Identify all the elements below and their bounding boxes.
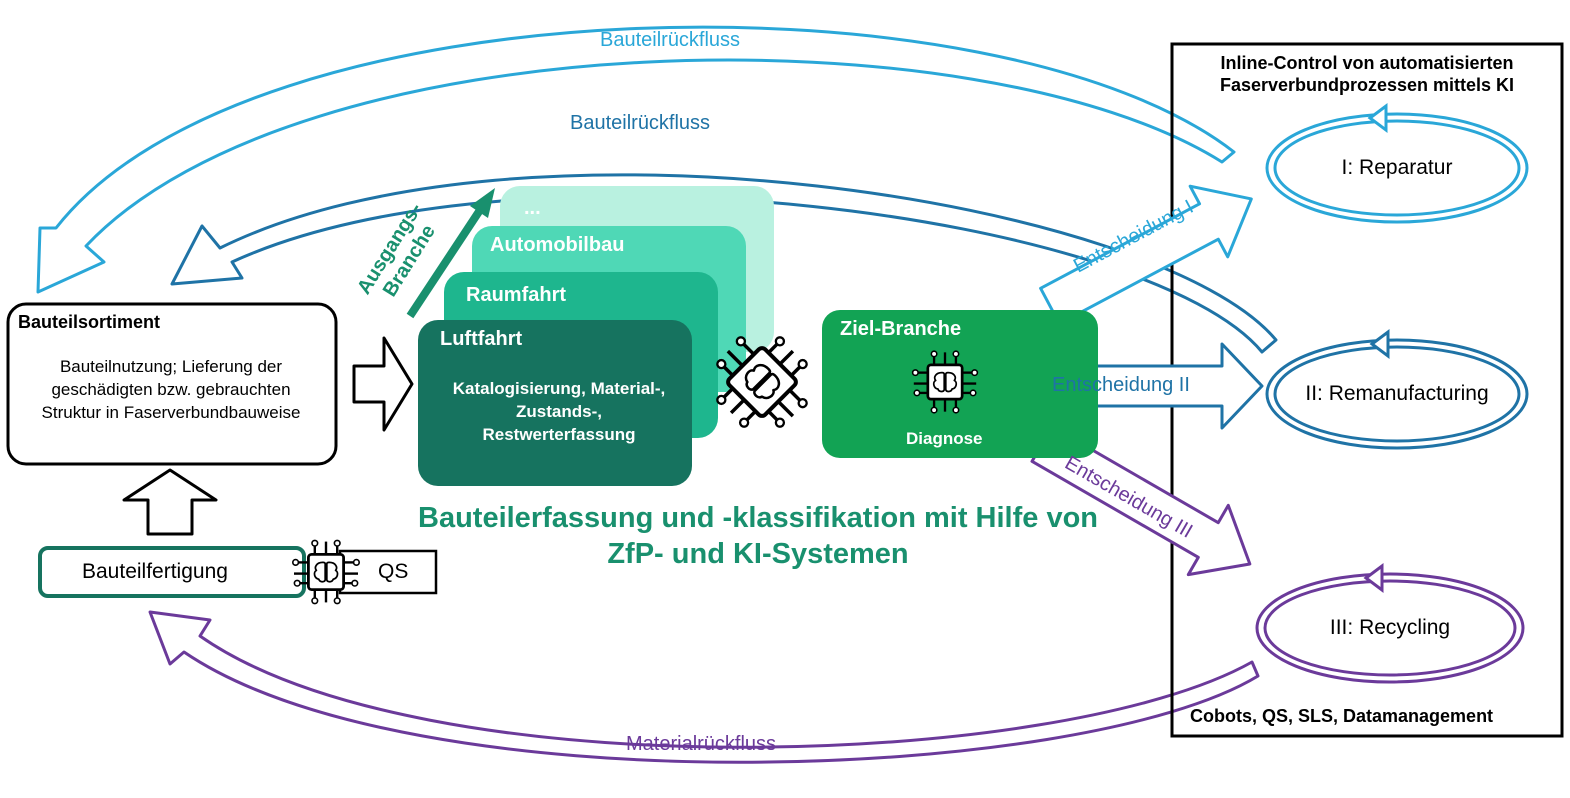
reparatur-ellipse	[1265, 103, 1529, 224]
inline-control-title: Inline-Control von automatisierten Faser…	[1219, 53, 1515, 95]
bauteilsortiment-box	[6, 302, 338, 466]
reparatur-label: I: Reparatur	[1341, 156, 1453, 179]
bauteilrueckfluss-outer-label: Bauteilrückfluss	[600, 29, 741, 51]
sortiment-to-stack-arrow	[352, 336, 414, 432]
bauteilrueckfluss-inner-label: Bauteilrückfluss	[570, 112, 711, 134]
materialrueckfluss-label: Materialrückfluss	[626, 733, 777, 755]
entscheidung-1-arrow	[1039, 184, 1253, 326]
card-luftfahrt-body: Katalogisierung, Material-, Zustands-, R…	[452, 379, 666, 444]
card-luftfahrt-label: Luftfahrt	[440, 328, 523, 350]
remanufacturing-ellipse	[1265, 329, 1529, 450]
bauteilsortiment-body: Bauteilnutzung; Lieferung der geschädigt…	[41, 357, 301, 422]
main-heading: Bauteilerfassung und -klassifikation mit…	[418, 502, 1099, 570]
recycling-ellipse	[1255, 563, 1525, 684]
bauteilsortiment-title: Bauteilsortiment	[18, 312, 161, 332]
materialrueckfluss-arrow	[148, 610, 1260, 764]
card-luftfahrt	[418, 320, 692, 486]
diagnose-label: Diagnose	[906, 429, 983, 448]
card-automobilbau-label: Automobilbau	[490, 234, 625, 256]
ausgangs-branche-arrow	[406, 188, 495, 319]
card-more-label: ...	[524, 197, 541, 219]
qs-label: QS	[378, 560, 409, 583]
card-raumfahrt-label: Raumfahrt	[466, 284, 567, 306]
bauteilfertigung-box	[38, 546, 306, 598]
entscheidung-3-arrow	[1030, 425, 1252, 577]
inline-control-footer: Cobots, QS, SLS, Datamanagement	[1190, 706, 1494, 726]
remanufacturing-label: II: Remanufacturing	[1305, 382, 1489, 405]
bauteilrueckfluss-outer-arrow	[36, 25, 1236, 294]
recycling-label: III: Recycling	[1329, 616, 1451, 639]
fertigung-to-sortiment-arrow	[122, 468, 218, 536]
bauteilrueckfluss-inner-arrow	[170, 173, 1278, 354]
ziel-branche-title: Ziel-Branche	[840, 318, 962, 340]
bauteilfertigung-label: Bauteilfertigung	[82, 560, 228, 583]
entscheidung-2-label: Entscheidung II	[1052, 374, 1190, 396]
